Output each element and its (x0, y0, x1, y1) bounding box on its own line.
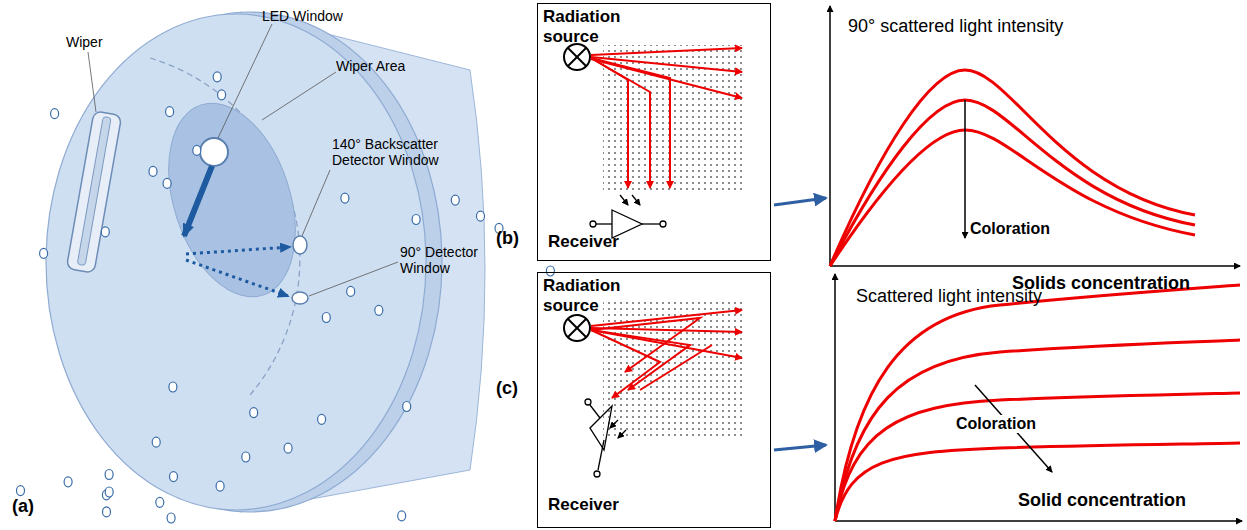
flow-arrow (774, 198, 826, 205)
panel-box: Radiation sourceReceiver (537, 272, 771, 528)
axis-title: 90° scattered light intensity (848, 16, 1063, 37)
part-label: LED Window (262, 8, 343, 24)
part-label: 140° Backscatter Detector Window (332, 136, 462, 168)
panel-letter: (c) (496, 378, 518, 399)
receiver-label: Receiver (548, 232, 619, 252)
part-label: 90° Detector Window (400, 244, 490, 276)
backscatter-window (293, 236, 307, 254)
led-beam (184, 166, 212, 236)
axis-title: Scattered light intensity (856, 286, 1042, 307)
panel-letter: (b) (496, 228, 519, 249)
light-rays (591, 48, 742, 188)
part-label: Wiper (66, 34, 103, 50)
window-plate (146, 87, 318, 313)
radiation-source (564, 44, 590, 70)
receiver-symbol (585, 399, 626, 477)
trend-label: Coloration (954, 415, 1038, 433)
trend-label: Coloration (970, 220, 1050, 238)
radiation-source-label: Radiation source (543, 276, 643, 315)
scatter-ray-90 (186, 260, 288, 296)
chart-b (830, 6, 1240, 266)
detector-window-90 (292, 292, 308, 304)
light-rays (591, 310, 742, 398)
chart-c (835, 274, 1242, 521)
receiver-label: Receiver (548, 495, 619, 515)
wiper-blade (66, 111, 121, 273)
particles (17, 72, 555, 523)
radiation-source (564, 315, 590, 341)
receiver-symbol (590, 195, 666, 238)
flow-arrow (774, 445, 826, 450)
axis-title: Solid concentration (1018, 490, 1186, 511)
panel-box: Radiation sourceReceiver (537, 3, 771, 261)
led-window (200, 138, 228, 166)
part-label: Wiper Area (336, 58, 405, 74)
backscatter-ray (186, 247, 290, 254)
panel-letter: (a) (12, 496, 34, 517)
radiation-source-label: Radiation source (543, 7, 643, 46)
